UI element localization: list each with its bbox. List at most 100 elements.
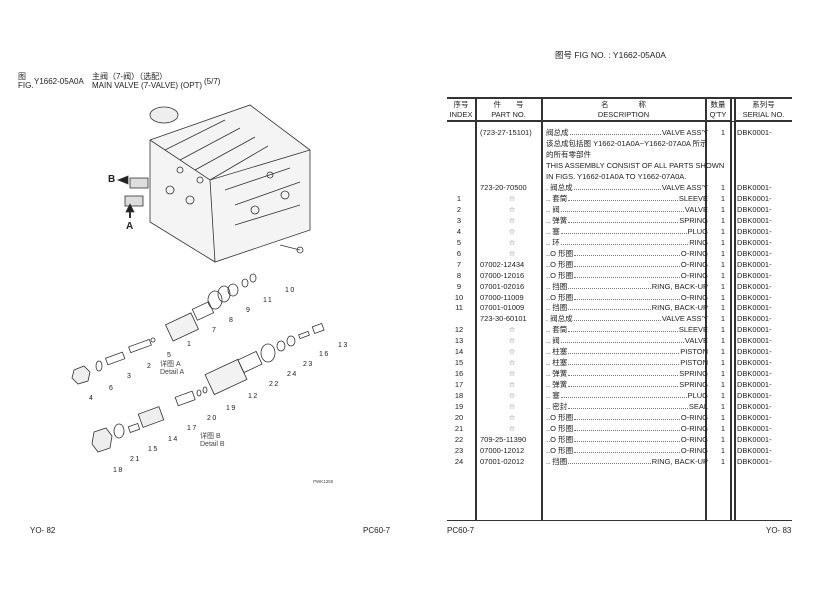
header-index: 序号 INDEX [447,100,475,121]
qty: 1 [720,347,726,357]
desc-cn: ..O 形圈 [546,423,574,433]
desc-cn: .. 柱塞 [546,347,568,357]
part-no: 07000-11009 [480,292,524,302]
qty: 1 [720,128,726,137]
desc-cn: 阀总成 [546,128,569,137]
arrow-a-label: A [126,221,133,232]
serial: DBK0001- [737,369,772,379]
callout-label: 17 [187,425,198,432]
assembly-note-2: 的所有零部件 [546,150,591,159]
desc-cn: . 阀总成 [546,314,573,324]
index: 24 [454,456,464,466]
arrow-b: B [108,174,129,185]
header-description: 名 称 DESCRIPTION [542,100,705,121]
callout-label: 7 [212,327,217,334]
serial: DBK0001- [737,314,772,324]
serial: DBK0001- [737,248,772,258]
desc-en: SPRING [679,215,708,225]
index: 14 [454,347,464,357]
footer-page-left: YO- 82 [30,526,56,535]
page-of: (5/7) [204,77,221,86]
serial: DBK0001- [737,226,772,236]
qty: 1 [720,434,726,444]
desc-cn: .. 阀 [546,336,560,346]
desc-en: O-RING [680,292,708,302]
part-no: ☆ [508,248,516,258]
index: 21 [454,423,464,433]
part-no: 07001-01009 [480,303,525,313]
qty: 1 [720,259,726,269]
part-no: ☆ [508,391,516,401]
description: 阀总成 VALVE ASS'Y [546,127,708,138]
header-qty-en: Q'TY [709,109,727,119]
header-index-cn: 序号 [453,100,469,109]
desc-cn: .. 挡圈 [546,456,568,466]
description: ..O 形圈 O-RING [546,423,708,434]
detail-a-cn: 详图 A [160,359,181,368]
index: 16 [454,369,464,379]
index: 17 [454,380,464,390]
assembly-note-4: IN FIGS. Y1662-01A0A TO Y1662-07A0A. [546,172,687,181]
desc-cn: ..O 形圈 [546,270,574,280]
desc-cn: . 阀总成 [546,183,573,192]
callout-label: 5 [167,352,172,359]
desc-en: RING [689,237,708,247]
detail-a-en: Detail A [160,369,184,376]
index: 6 [456,248,462,258]
main-valve-block [124,104,311,263]
qty: 1 [720,336,726,346]
desc-en: O-RING [680,259,708,269]
detail-b-parts [91,322,325,453]
part-no: ☆ [508,226,516,236]
index: 12 [454,325,464,335]
part-no: ☆ [508,237,516,247]
part-no: ☆ [508,402,516,411]
desc-cn: .. 塞 [546,391,560,401]
header-serial-cn: 系列号 [752,100,775,109]
part-no: ☆ [508,215,516,225]
desc-en: O-RING [680,445,708,455]
desc-en: O-RING [680,423,708,433]
index: 9 [456,281,462,291]
index: 10 [454,292,464,302]
footer-model-left: PC60-7 [363,526,391,535]
arrow-a: A [125,203,135,232]
desc-cn: .. 挡圈 [546,281,568,291]
desc-en: VALVE ASS'Y [661,128,708,137]
serial: DBK0001- [737,270,772,280]
desc-cn: ..O 形圈 [546,259,574,269]
exploded-parts-diagram: B A 123456789101112131415161718192021222… [71,104,347,484]
drawing-code: PWK1250 [313,479,334,484]
part-no: 07000-12016 [480,270,525,280]
part-no: 709-25-11390 [480,434,527,444]
desc-cn: .. 挡圈 [546,303,568,313]
desc-cn: .. 环 [546,237,560,247]
serial: DBK0001- [737,325,772,335]
detail-b-en: Detail B [200,441,225,448]
index: 11 [455,303,463,313]
qty: 1 [720,292,726,302]
callout-label: 8 [229,317,234,324]
desc-cn: .. 弹簧 [546,369,568,379]
serial: DBK0001- [737,281,772,291]
part-no: ☆ [508,336,516,346]
